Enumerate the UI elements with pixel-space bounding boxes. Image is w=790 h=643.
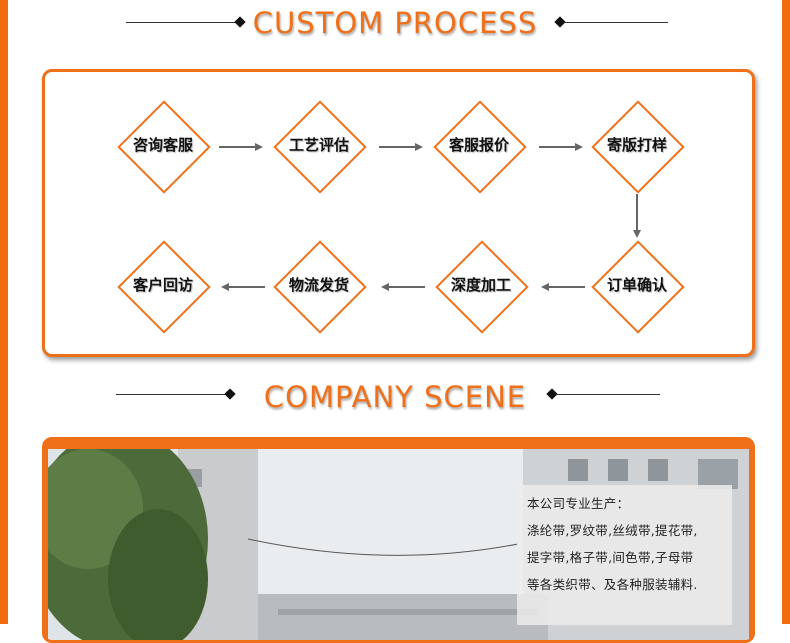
heading-left-line <box>116 394 226 395</box>
arrow-left-icon <box>381 282 425 292</box>
caption-line: 等各类织带、及各种服装辅料. <box>527 577 698 592</box>
arrow-right-icon <box>219 142 263 152</box>
step-consult-service: 咨询客服 <box>117 100 211 194</box>
right-orange-border <box>782 0 790 624</box>
company-scene-panel: 本公司专业生产： 涤纶带,罗纹带,丝绒带,提花带, 提字带,格子带,间色带,子母… <box>42 437 755 643</box>
arrow-left-icon <box>541 282 585 292</box>
step-label: 深度加工 <box>450 276 511 294</box>
step-label: 物流发货 <box>288 276 349 294</box>
step-service-quote: 客服报价 <box>433 100 527 194</box>
step-deep-processing: 深度加工 <box>435 240 529 334</box>
company-caption-panel: 本公司专业生产： 涤纶带,罗纹带,丝绒带,提花带, 提字带,格子带,间色带,子母… <box>517 485 732 625</box>
left-orange-border <box>0 0 8 624</box>
arrow-left-icon <box>221 282 265 292</box>
step-label: 咨询客服 <box>132 136 193 154</box>
step-label: 寄版打样 <box>606 136 667 154</box>
caption-line: 提字带,格子带,间色带,子母带 <box>527 550 694 565</box>
step-order-confirm: 订单确认 <box>591 240 685 334</box>
caption-line: 涤纶带,罗纹带,丝绒带,提花带, <box>527 523 698 538</box>
step-sample-making: 寄版打样 <box>591 100 685 194</box>
arrow-right-icon <box>539 142 583 152</box>
step-process-evaluation: 工艺评估 <box>273 100 367 194</box>
process-panel: 咨询客服 工艺评估 客服报价 寄版打样 订单确认 深度加工 物流发货 <box>42 69 755 357</box>
arrow-right-icon <box>379 142 423 152</box>
step-label: 客户回访 <box>132 276 193 294</box>
heading-right-line <box>564 22 668 23</box>
heading-right-line <box>556 394 660 395</box>
step-label: 工艺评估 <box>288 136 349 154</box>
step-logistics-shipping: 物流发货 <box>273 240 367 334</box>
step-label: 客服报价 <box>448 136 509 154</box>
arrow-down-icon <box>632 194 642 238</box>
step-customer-followup: 客户回访 <box>117 240 211 334</box>
company-scene-heading: COMPANY SCENE <box>263 380 527 414</box>
heading-left-line <box>126 22 236 23</box>
caption-line: 本公司专业生产： <box>527 496 630 511</box>
step-label: 订单确认 <box>606 276 667 294</box>
custom-process-heading: CUSTOM PROCESS <box>252 6 538 40</box>
